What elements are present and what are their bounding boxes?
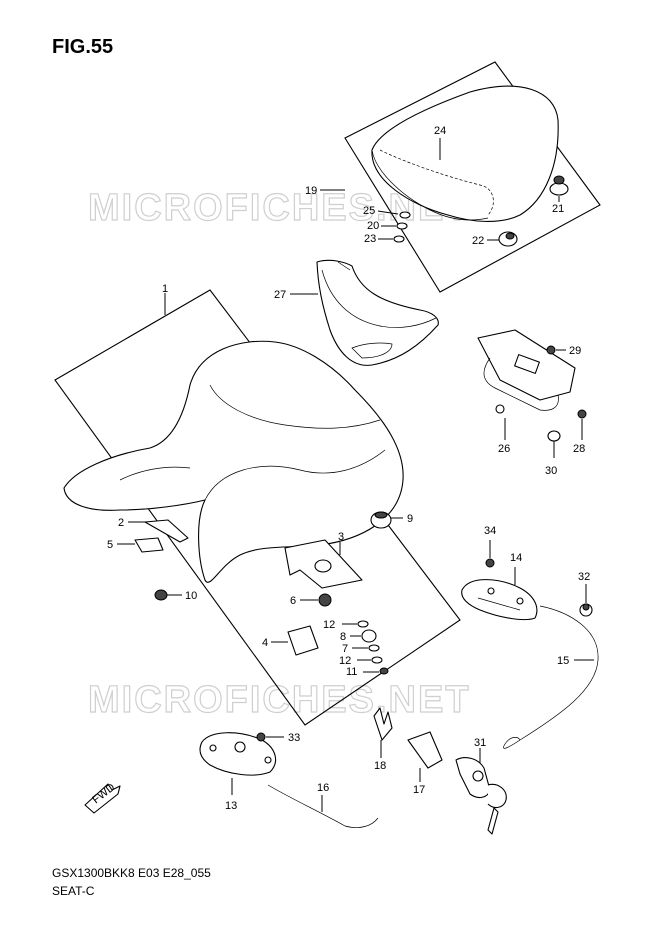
section-name: SEAT-C [52,884,95,898]
callout-28: 28 [573,443,585,455]
callout-1: 1 [162,283,168,295]
bolt-33 [256,732,266,742]
callout-4: 4 [262,637,268,649]
callout-9: 9 [407,513,413,525]
bracket-17 [407,731,443,769]
figure-title: FIG.55 [52,36,113,58]
model-code: GSX1300BKK8 E03 E28_055 [52,866,211,880]
callout-30: 30 [545,465,557,477]
latch-14 [461,579,538,621]
bolt-34 [485,558,495,568]
latch-13 [199,732,277,776]
callout-34: 34 [484,525,496,537]
callout-32: 32 [578,571,590,583]
nut-23 [393,235,405,243]
rear-seat [371,85,559,222]
bracket-2 [144,519,189,543]
callout-3: 3 [338,531,344,543]
callout-14: 14 [510,552,522,564]
hook-5 [134,537,164,553]
callout-2: 2 [118,517,124,529]
callout-33: 33 [288,732,300,744]
callout-20: 20 [367,220,379,232]
key-lock-31 [455,757,507,835]
callout-23: 23 [364,233,376,245]
callout-12b: 12 [339,655,351,667]
bracket-26 [477,329,576,414]
callout-5: 5 [107,539,113,551]
bolt-6 [318,593,332,607]
bracket-18 [373,707,393,741]
washer-20 [396,222,408,230]
cushion-22 [498,231,518,247]
nut-29 [546,345,556,355]
callout-31: 31 [474,737,486,749]
cushion-21 [549,175,569,196]
fwd-arrow-icon: FWD [84,781,121,814]
callout-29: 29 [569,345,581,357]
washer-12a [357,620,369,628]
callout-12a: 12 [323,619,335,631]
front-seat [63,340,404,583]
nut-11 [379,667,389,675]
callout-18: 18 [374,760,386,772]
clip-32 [579,603,593,617]
cushion-30 [547,430,561,442]
callout-13: 13 [225,800,237,812]
callout-26: 26 [498,443,510,455]
rear-seat-group-box [344,61,601,293]
collar-7 [368,644,380,652]
seat-assembly-box [54,289,461,726]
callout-27: 27 [274,289,286,301]
callout-17: 17 [413,784,425,796]
bolt-28 [577,409,587,419]
callout-22: 22 [472,235,484,247]
damper-9 [370,511,392,529]
callout-6: 6 [290,595,296,607]
watermark-bottom: MICROFICHES.NET [88,679,471,721]
cushion-8 [361,629,377,643]
cable-16 [267,784,379,828]
damper-4 [287,625,319,656]
callout-15: 15 [557,655,569,667]
callout-16: 16 [317,782,329,794]
callout-19: 19 [305,185,317,197]
callout-7: 7 [342,643,348,655]
callout-25: 25 [363,205,375,217]
callout-21: 21 [552,203,564,215]
seat-cowl [316,259,439,366]
cable-15 [503,605,599,749]
washer-25 [399,211,411,219]
callout-10: 10 [185,590,197,602]
washer-12b [371,656,383,664]
cushion-10 [154,589,168,601]
callout-8: 8 [340,631,346,643]
callout-11: 11 [346,666,357,678]
callout-24: 24 [434,125,446,137]
